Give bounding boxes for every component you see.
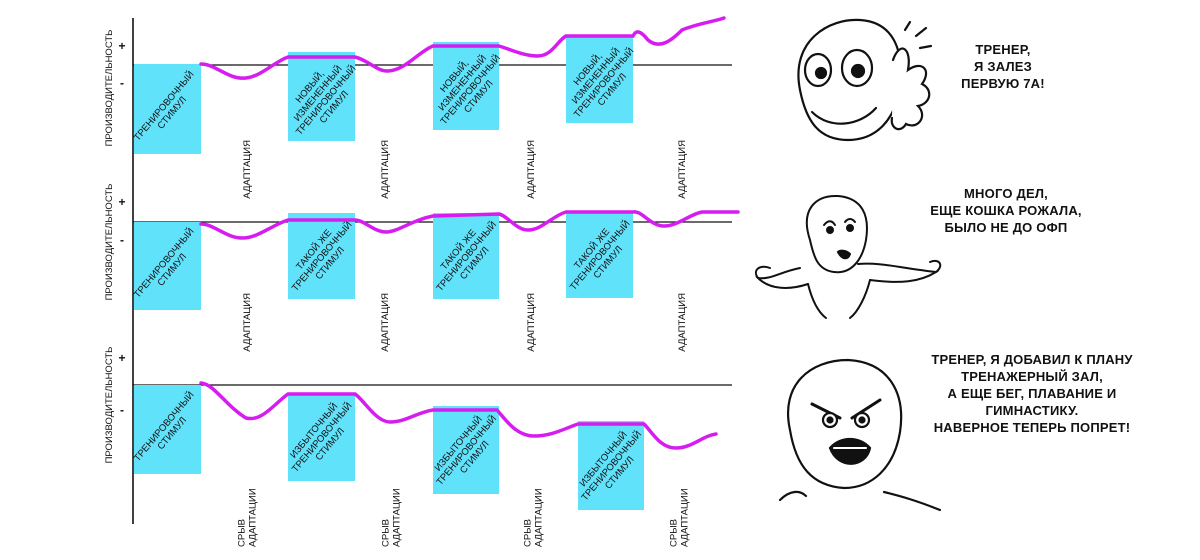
phase-label-line: АДАПТАЦИЯ [677,140,688,199]
phase-label-line: АДАПТАЦИЯ [380,140,391,199]
caption-line: ГИМНАСТИКУ. [985,403,1079,418]
stimulus-box: ТАКОЙ ЖЕТРЕНИРОВОЧНЫЙСТИМУЛ [566,212,633,298]
phase-label: СРЫВАДАПТАЦИИ [523,488,545,547]
stimulus-rect [134,222,201,310]
performance-curve [199,381,718,450]
performance-curve [199,16,726,80]
stimulus-rect [433,213,499,299]
stimulus-box: ИЗБЫТОЧНЫЙТРЕНИРОВОЧНЫЙСТИМУЛ [432,406,499,494]
stimulus-rect [288,52,355,141]
stimulus-rect [134,385,201,474]
phase-label: СРЫВАДАПТАЦИИ [237,488,259,547]
phase-label: АДАПТАЦИЯ [242,140,253,199]
stimulus-box: ТРЕНИРОВОЧНЫЙСТИМУЛ [131,222,201,310]
stimulus-rect [578,421,644,510]
stimulus-rect [566,212,633,298]
plus-sign: + [118,351,125,365]
caption-line: МНОГО ДЕЛ, [964,186,1048,201]
caption-line: А ЕЩЕ БЕГ, ПЛАВАНИЕ И [947,386,1117,401]
caption-overtraining: ТРЕНЕР, Я ДОБАВИЛ К ПЛАНУ ТРЕНАЖЕРНЫЙ ЗАЛ… [918,351,1146,436]
caption-line: ТРЕНЕР, [975,42,1031,57]
phase-label-line: АДАПТАЦИИ [534,488,545,547]
caption-line: ТРЕНЕР, Я ДОБАВИЛ К ПЛАНУ [931,352,1133,367]
phase-label: СРЫВАДАПТАЦИИ [669,488,691,547]
phase-label-line: АДАПТАЦИЯ [526,293,537,352]
caption-line: Я ЗАЛЕЗ [974,59,1032,74]
shrugging-face-icon [754,194,942,319]
stimulus-rect [288,213,355,299]
phase-label-line: СРЫВ [523,519,534,547]
phase-label: АДАПТАЦИЯ [380,293,391,352]
caption-progress: ТРЕНЕР, Я ЗАЛЕЗ ПЕРВУЮ 7А! [938,41,1068,92]
phase-label-line: АДАПТАЦИЯ [242,293,253,352]
stimulus-rect [433,42,499,130]
happy-face-icon [797,18,933,142]
stimulus-box: ИЗБЫТОЧНЫЙТРЕНИРОВОЧНЫЙСТИМУЛ [287,393,355,481]
phase-label-line: АДАПТАЦИЯ [677,293,688,352]
phase-label: АДАПТАЦИЯ [242,293,253,352]
stimulus-box: ТРЕНИРОВОЧНЫЙСТИМУЛ [131,64,201,154]
phase-label-line: СРЫВ [381,519,392,547]
stimulus-box: НОВЫЙ,ИЗМЕНЕННЫЙТРЕНИРОВОЧНЫЙСТИМУЛ [566,35,637,123]
phase-label: АДАПТАЦИЯ [526,140,537,199]
phase-label: АДАПТАЦИЯ [677,293,688,352]
y-axis-label: ПРОИЗВОДИТЕЛЬНОСТЬ [104,347,115,464]
y-u-no-face-icon [778,358,942,512]
phase-label: СРЫВАДАПТАЦИИ [381,488,403,547]
panel-progress: ПРОИЗВОДИТЕЛЬНОСТЬ+ -ТРЕНИРОВОЧНЫЙСТИМУЛ Н… [104,16,732,199]
caption-line: ПЕРВУЮ 7А! [961,76,1045,91]
phase-label-line: СРЫВ [669,519,680,547]
stimulus-rect [134,64,201,154]
stimulus-box: ИЗБЫТОЧНЫЙТРЕНИРОВОЧНЫЙСТИМУЛ [577,421,644,510]
phase-label: АДАПТАЦИЯ [380,140,391,199]
phase-label: АДАПТАЦИЯ [526,293,537,352]
panel-plateau: ПРОИЗВОДИТЕЛЬНОСТЬ+ -ТРЕНИРОВОЧНЫЙСТИМУЛ Т… [104,184,740,352]
phase-label-line: АДАПТАЦИЯ [380,293,391,352]
minus-sign: - [120,403,124,417]
phase-label-line: АДАПТАЦИЯ [242,140,253,199]
phase-label-line: СРЫВ [237,519,248,547]
caption-line: НАВЕРНОЕ ТЕПЕРЬ ПОПРЕТ! [933,420,1131,435]
stimulus-box: НОВЫЙ,ИЗМЕНЕННЫЙТРЕНИРОВОЧНЫЙСТИМУЛ [433,42,503,130]
y-axis-label: ПРОИЗВОДИТЕЛЬНОСТЬ [104,184,115,301]
plus-sign: + [118,39,125,53]
stimulus-rect [433,406,499,494]
caption-line: ЕЩЕ КОШКА РОЖАЛА, [930,203,1082,218]
minus-sign: - [120,76,124,90]
stimulus-rect [288,393,355,481]
phase-label-line: АДАПТАЦИЯ [526,140,537,199]
phase-label-line: АДАПТАЦИИ [680,488,691,547]
panel-overtraining: ПРОИЗВОДИТЕЛЬНОСТЬ+ -ТРЕНИРОВОЧНЫЙСТИМУЛ И… [104,347,732,547]
stimulus-box: ТАКОЙ ЖЕТРЕНИРОВОЧНЫЙСТИМУЛ [288,213,355,299]
phase-label: АДАПТАЦИЯ [677,140,688,199]
y-axis-label: ПРОИЗВОДИТЕЛЬНОСТЬ [104,30,115,147]
plus-sign: + [118,195,125,209]
phase-label-line: АДАПТАЦИИ [248,488,259,547]
performance-curve [199,210,740,240]
stimulus-box: ТРЕНИРОВОЧНЫЙСТИМУЛ [131,385,201,474]
caption-plateau: МНОГО ДЕЛ, ЕЩЕ КОШКА РОЖАЛА, БЫЛО НЕ ДО ОФ… [906,185,1106,236]
caption-line: ТРЕНАЖЕРНЫЙ ЗАЛ, [961,369,1103,384]
caption-line: БЫЛО НЕ ДО ОФП [944,220,1068,235]
stimulus-box: ТАКОЙ ЖЕТРЕНИРОВОЧНЫЙСТИМУЛ [433,213,499,299]
stimulus-box: НОВЫЙ,ИЗМЕНЕННЫЙТРЕНИРОВОЧНЫЙСТИМУЛ [288,52,359,141]
phase-label-line: АДАПТАЦИИ [392,488,403,547]
stimulus-rect [566,35,633,123]
minus-sign: - [120,233,124,247]
